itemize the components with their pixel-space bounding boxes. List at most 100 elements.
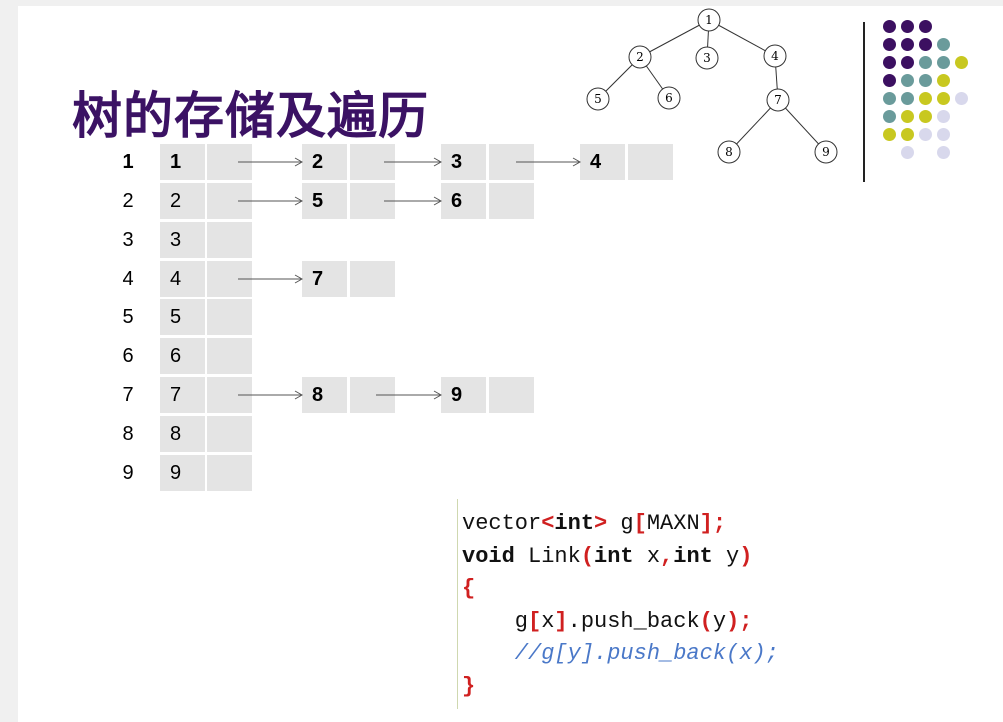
child-cell: 7 (302, 261, 347, 297)
tree-edge (708, 19, 776, 57)
head-cell: 9 (160, 455, 205, 491)
row-label: 2 (122, 190, 134, 212)
head-cell: 6 (160, 338, 205, 374)
tree-node-label: 7 (774, 93, 782, 107)
row-label: 5 (122, 306, 134, 328)
pointer-cell (207, 455, 252, 491)
decorative-dot (883, 20, 896, 33)
divider-line (863, 22, 865, 182)
decorative-dot (955, 56, 968, 69)
decorative-dot (901, 92, 914, 105)
decorative-dot (919, 20, 932, 33)
decorative-dot (901, 56, 914, 69)
tree-node-2 (628, 45, 652, 69)
head-cell: 2 (160, 183, 205, 219)
decorative-dot (883, 56, 896, 69)
decorative-dot (883, 128, 896, 141)
arrow-icon (384, 196, 443, 206)
tree-edge (777, 99, 827, 153)
row-label: 9 (122, 462, 134, 484)
row-label: 6 (122, 345, 134, 367)
decorative-dot (883, 38, 896, 51)
tree-node-label: 2 (636, 50, 644, 64)
tree-node-7 (766, 88, 790, 112)
pointer-cell (207, 416, 252, 452)
decorative-dot (883, 110, 896, 123)
tree-diagram: 1 2 3 4 5 6 7 8 9 (586, 8, 838, 164)
decorative-dot (919, 38, 932, 51)
pointer-cell (489, 183, 534, 219)
decorative-dot (901, 146, 914, 159)
tree-node-label: 9 (822, 145, 830, 159)
code-line: g[x].push_back(y); (462, 608, 753, 634)
pointer-cell (489, 377, 534, 413)
head-cell: 3 (160, 222, 205, 258)
code-line: { (462, 576, 476, 601)
tree-node-label: 6 (665, 91, 673, 105)
decorative-dot (901, 20, 914, 33)
arrow-icon (376, 390, 443, 400)
decorative-dot (919, 128, 932, 141)
child-cell: 6 (441, 183, 486, 219)
decorative-dot (937, 128, 950, 141)
decorative-dot (883, 92, 896, 105)
decorative-dot (901, 128, 914, 141)
row-label: 8 (122, 423, 134, 445)
decorative-dot (937, 92, 950, 105)
decorative-dot (901, 110, 914, 123)
arrow-icon (238, 274, 304, 284)
tree-node-4 (763, 44, 787, 68)
arrow-icon (238, 196, 304, 206)
child-cell: 4 (580, 144, 625, 180)
pointer-cell (628, 144, 673, 180)
head-cell: 4 (160, 261, 205, 297)
pointer-cell (207, 222, 252, 258)
code-line: void Link(int x,int y) (462, 543, 753, 569)
decorative-dot (937, 56, 950, 69)
arrow-icon (384, 157, 443, 167)
decorative-dot (901, 74, 914, 87)
tree-edge (728, 99, 779, 153)
decorative-dot (955, 92, 968, 105)
decorative-dot (937, 110, 950, 123)
slide-title: 树的存储及遍历 (72, 86, 429, 145)
arrow-icon (238, 157, 304, 167)
child-cell: 2 (302, 144, 347, 180)
head-cell: 1 (160, 144, 205, 180)
tree-node-label: 1 (705, 13, 713, 27)
child-cell: 8 (302, 377, 347, 413)
tree-node-3 (695, 46, 719, 70)
tree-node-label: 4 (771, 49, 779, 63)
row-label: 7 (122, 384, 134, 406)
tree-node-label: 8 (725, 145, 733, 159)
decorative-dot (937, 38, 950, 51)
decorative-dot (919, 56, 932, 69)
tree-node-label: 5 (594, 92, 602, 106)
decorative-dot (919, 110, 932, 123)
row-label: 3 (122, 229, 134, 251)
pointer-cell (207, 299, 252, 335)
arrow-icon (516, 157, 582, 167)
arrow-icon (238, 390, 304, 400)
code-side-bar (457, 499, 458, 709)
child-cell: 9 (441, 377, 486, 413)
code-line: vector<int> g[MAXN]; (462, 511, 727, 536)
row-label: 1 (122, 151, 134, 173)
tree-node-5 (586, 87, 610, 111)
code-block: vector<int> g[MAXN]; void Link(int x,int … (462, 508, 779, 703)
decorative-dot (919, 92, 932, 105)
row-label: 4 (122, 268, 134, 290)
pointer-cell (350, 261, 395, 297)
tree-node-label: 3 (703, 51, 711, 65)
decorative-dot (937, 74, 950, 87)
decorative-dot (883, 74, 896, 87)
child-cell: 3 (441, 144, 486, 180)
decorative-dot (901, 38, 914, 51)
decorative-dot (937, 146, 950, 159)
tree-node-6 (657, 86, 681, 110)
head-cell: 7 (160, 377, 205, 413)
tree-node-8 (717, 140, 741, 164)
pointer-cell (207, 338, 252, 374)
tree-edge (639, 19, 710, 58)
